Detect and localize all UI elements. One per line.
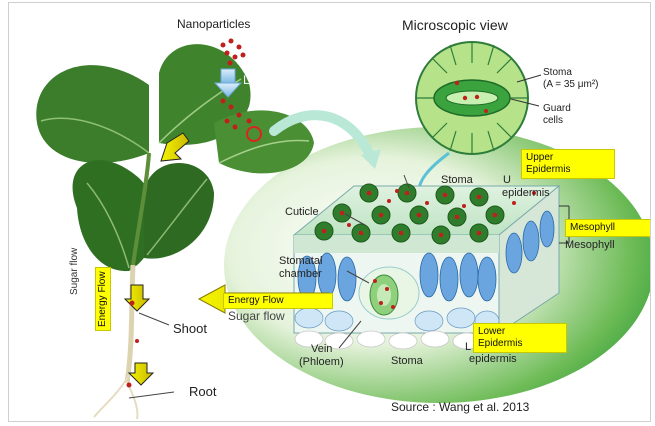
cuticle-label: Cuticle — [285, 206, 319, 218]
diagram-frame: Nanoparticles Microscopic view Leaf Stom… — [8, 2, 651, 422]
stoma-area-label: (A = 35 μm²) — [543, 79, 599, 90]
vein-label: Vein — [311, 343, 332, 355]
upper-epidermis-highlight: Upper Epidermis — [521, 149, 615, 179]
stoma-label-top: Stoma — [543, 67, 572, 78]
sugar-flow-label: Sugar flow — [228, 309, 285, 323]
upper-epidermis-highlight-line1: Upper — [526, 152, 610, 164]
phloem-label: (Phloem) — [299, 356, 344, 368]
upper-epidermis-label: epidermis — [502, 187, 550, 199]
upper-epidermis-highlight-line2: Epidermis — [526, 164, 610, 176]
stoma-label-bottom: Stoma — [391, 355, 423, 367]
sugar-flow-vertical-label: Sugar flow — [69, 248, 80, 295]
cells-label: cells — [543, 115, 563, 126]
lower-l-label: L — [465, 341, 471, 353]
upper-u-label: U — [503, 174, 511, 186]
root-label: Root — [189, 384, 216, 399]
stoma-label-mid: Stoma — [441, 174, 473, 186]
lower-epidermis-label: epidermis — [469, 353, 517, 365]
guard-label: Guard — [543, 103, 571, 114]
chamber-label: chamber — [279, 268, 322, 280]
energy-flow-highlight: Energy Flow — [223, 293, 333, 309]
mesophyll-highlight: Mesophyll — [565, 219, 651, 237]
shoot-label: Shoot — [173, 321, 207, 336]
energy-flow-vertical-highlight: Energy Flow — [95, 267, 111, 331]
stomatal-label: Stomatal — [279, 255, 322, 267]
stoma-microscopic-view — [416, 42, 528, 154]
lower-epidermis-highlight-line2: Epidermis — [478, 338, 562, 350]
source-citation: Source : Wang et al. 2013 — [391, 400, 529, 414]
nanoparticles-label: Nanoparticles — [177, 17, 250, 31]
lower-epidermis-highlight: Lower Epidermis — [473, 323, 567, 353]
leaf-label: Leaf — [243, 73, 266, 87]
mesophyll-underlying-label: Mesophyll — [565, 239, 615, 251]
lower-epidermis-highlight-line1: Lower — [478, 326, 562, 338]
microscopic-view-title: Microscopic view — [402, 17, 508, 33]
